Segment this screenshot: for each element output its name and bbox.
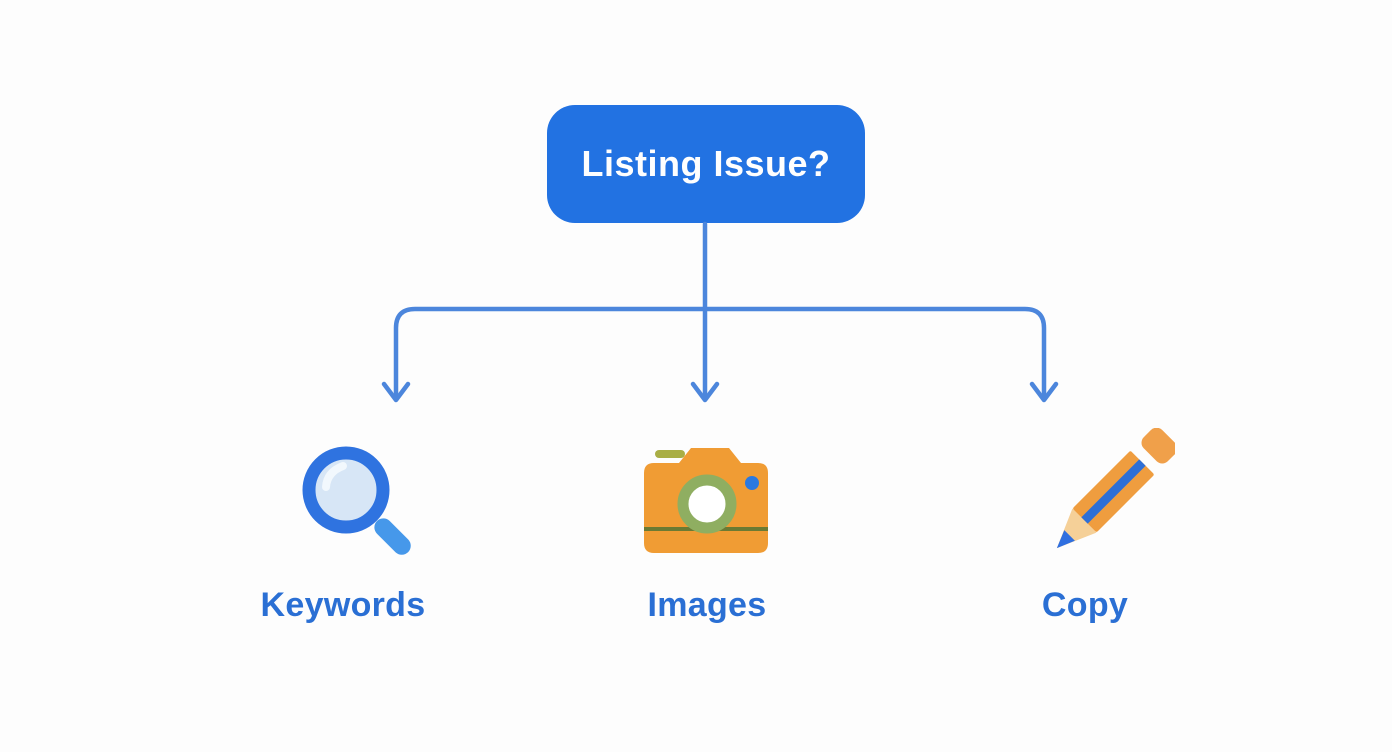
branch-label-copy: Copy bbox=[1041, 586, 1129, 624]
branch-label-images: Images bbox=[647, 586, 767, 624]
arrowhead-center-icon bbox=[690, 381, 720, 403]
magnifier-icon bbox=[302, 446, 411, 555]
connector-right-line bbox=[702, 306, 1047, 401]
arrowhead-right-icon bbox=[1029, 381, 1059, 403]
connector-left-line bbox=[393, 306, 708, 401]
root-node: Listing Issue? bbox=[547, 105, 865, 223]
magnifier-ring bbox=[302, 446, 390, 534]
camera-lens-glass bbox=[688, 485, 726, 523]
pencil-icon bbox=[1056, 428, 1175, 549]
branch-label-keywords: Keywords bbox=[260, 586, 426, 624]
magnifier-handle bbox=[374, 518, 411, 555]
magnifier-lens-highlight bbox=[322, 462, 347, 491]
camera-icon bbox=[644, 448, 768, 553]
pencil-eraser bbox=[1141, 428, 1175, 464]
camera-tab bbox=[655, 450, 685, 458]
pencil-stripe bbox=[1081, 459, 1146, 524]
pencil-point bbox=[1056, 530, 1075, 549]
camera-lens-ring bbox=[677, 474, 737, 534]
root-node-label: Listing Issue? bbox=[581, 143, 831, 184]
arrowhead-left-icon bbox=[381, 381, 411, 403]
camera-flash-dot bbox=[745, 476, 759, 490]
